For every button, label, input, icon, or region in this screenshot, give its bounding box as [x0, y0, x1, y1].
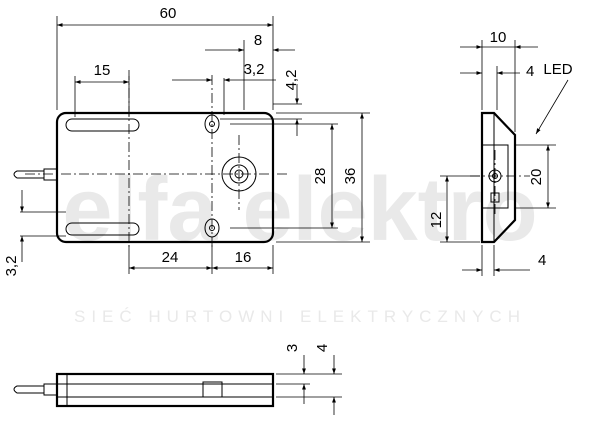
bottom-view: 3 4: [13, 344, 342, 415]
dim-overall-width: 60: [160, 5, 177, 22]
dim-slot-length: 15: [94, 62, 111, 79]
dim-bottom-left: 24: [162, 249, 179, 266]
bottom-housing: [55, 372, 275, 408]
watermark-tagline: SIEĆ HURTOWNI ELEKTRYCZNYCH: [74, 307, 526, 326]
dim-hole-offset-right: 8: [254, 32, 262, 49]
dim-thickness-b: 4: [314, 344, 331, 352]
mounting-slot-bottom: [65, 222, 140, 236]
mounting-hole-top-center: [209, 121, 215, 127]
dim-lower-height: 12: [428, 212, 445, 229]
bottom-mount-boss: [202, 381, 223, 398]
led-leader-line: [535, 79, 569, 135]
dim-thickness-a: 3: [284, 344, 301, 352]
bottom-cable-gland: [43, 383, 58, 396]
dim-window-height: 20: [528, 169, 545, 186]
watermark: elfa elektro SIEĆ HURTOWNI ELEKTRYCZNYCH: [62, 160, 537, 326]
led-label: LED: [543, 61, 572, 78]
dim-top-inner: 4: [526, 63, 534, 80]
dim-top-width: 10: [490, 29, 507, 46]
cable-gland: [43, 168, 58, 181]
dim-inner-height: 28: [312, 168, 329, 185]
side-view: 10 4 LED 20 12 4: [428, 29, 573, 276]
dim-hole-spacing: 3,2: [244, 61, 265, 78]
front-view: 60 15 8 3,2 4,2 28 36 24 16 3,2: [3, 5, 370, 276]
bottom-cable: [13, 385, 44, 394]
watermark-brand: elfa elektro: [62, 160, 537, 260]
dim-hole-height: 4,2: [283, 70, 300, 91]
dim-cable-offset: 3,2: [3, 256, 20, 277]
dim-overall-height: 36: [342, 168, 359, 185]
mounting-slot-top: [65, 118, 140, 132]
dim-bottom-right: 16: [235, 249, 252, 266]
cable: [13, 170, 44, 179]
dim-bottom-offset: 4: [538, 252, 546, 269]
